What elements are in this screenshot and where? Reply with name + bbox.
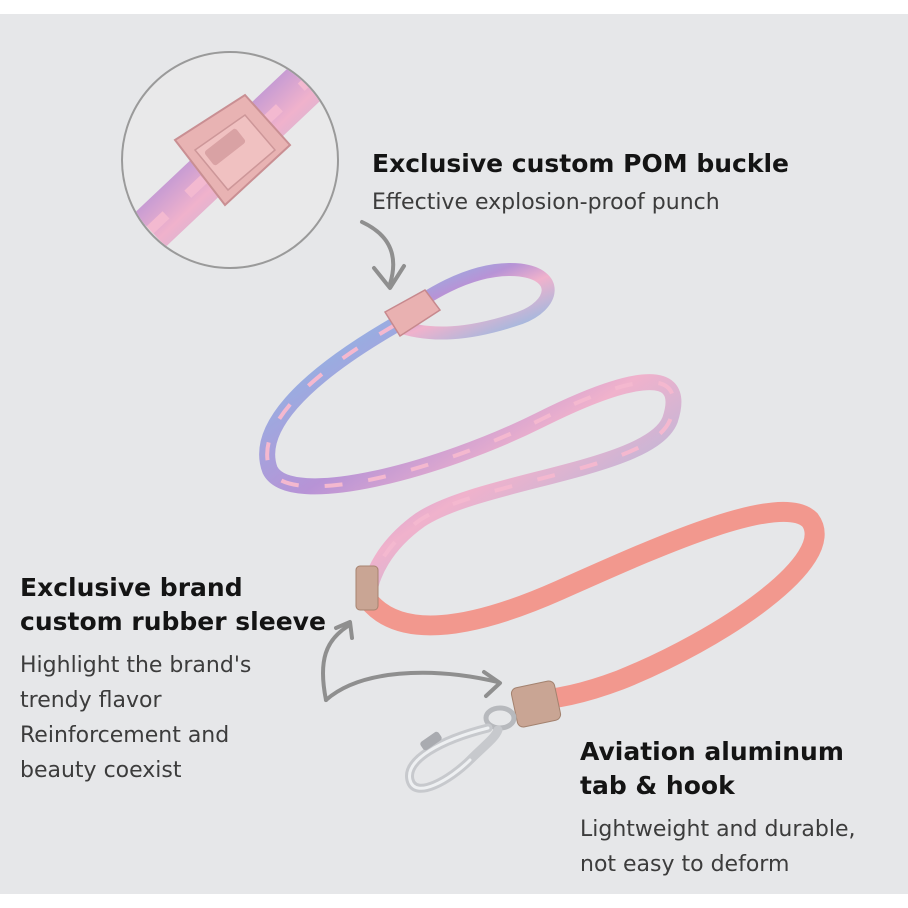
sleeve-feature-line: Highlight the brand's: [20, 653, 252, 678]
arrow-to-sleeve-and-hook: [321, 620, 502, 702]
hook-feature-title-line: tab & hook: [580, 771, 735, 800]
buckle-zoom-circle: [121, 51, 339, 269]
leash-strap-camo: [259, 263, 682, 601]
rubber-sleeve: [355, 565, 379, 611]
buckle-feature-line: Effective explosion-proof punch: [372, 190, 720, 215]
sleeve-feature-title-line: Exclusive brand: [20, 573, 243, 602]
aviation-tab: [510, 680, 562, 728]
sleeve-feature-line: trendy flavor: [20, 688, 162, 713]
pom-buckle-zoomed: [173, 93, 292, 207]
pom-buckle: [383, 289, 442, 338]
hook-feature-line: Lightweight and durable,: [580, 817, 856, 842]
hook-feature-title-line: Aviation aluminum: [580, 737, 844, 766]
leash-strap-coral: [358, 501, 825, 710]
hook-feature-line: not easy to deform: [580, 852, 790, 877]
arrow-to-buckle: [360, 220, 406, 290]
buckle-feature-title: Exclusive custom POM buckle: [372, 149, 789, 178]
sleeve-feature-line: beauty coexist: [20, 758, 182, 783]
sleeve-feature-line: Reinforcement and: [20, 723, 230, 748]
sleeve-feature-title-line: custom rubber sleeve: [20, 607, 326, 636]
carabiner-hook: [405, 705, 517, 793]
